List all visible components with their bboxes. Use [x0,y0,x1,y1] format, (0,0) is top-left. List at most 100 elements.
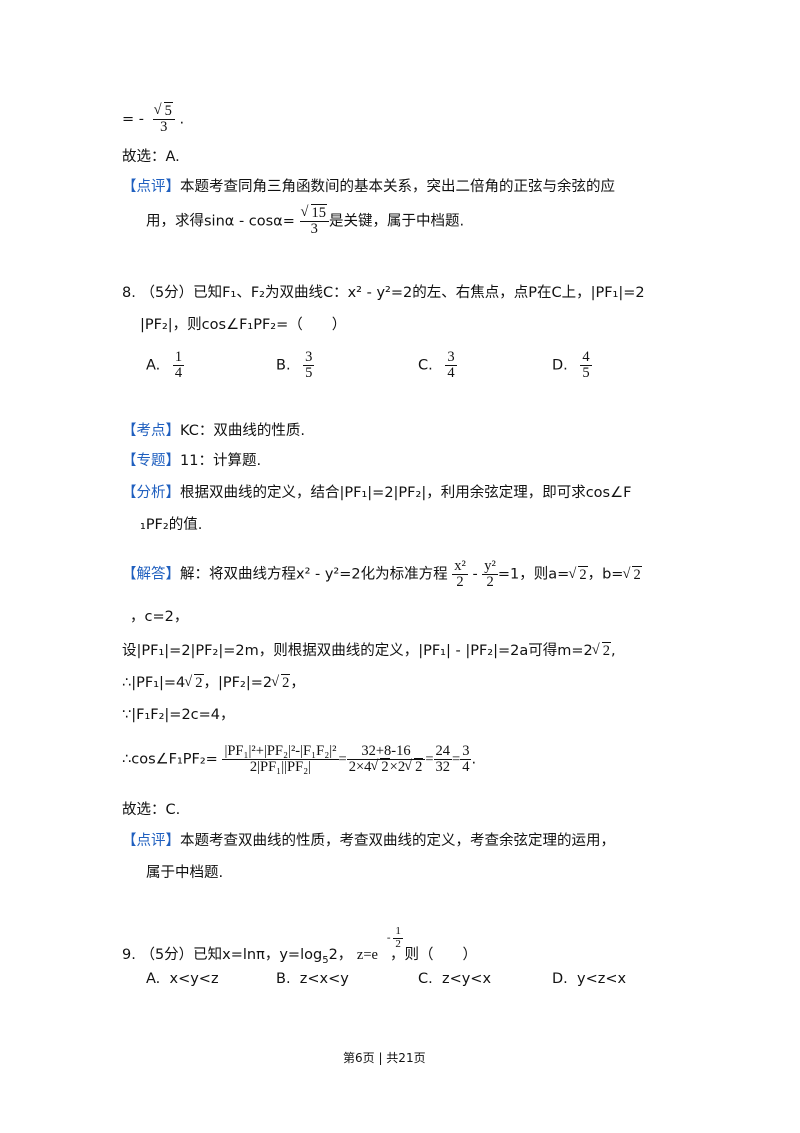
den-part: ×2 [389,759,406,776]
formula-line-result: = - 5 3 . [122,102,185,136]
q8-zhuanti: 【专题】11：计算题. [122,454,261,469]
fraction: 15 3 [299,204,329,238]
q8-line3: 设|PF₁|=2|PF₂|=2m，则根据双曲线的定义，|PF₁| - |PF₂|… [122,642,616,659]
period: . [471,751,477,768]
fraction-denominator: 2 [452,574,468,590]
q8-jieda-line2: ，c=2， [130,609,189,625]
fraction-denominator: 2×42×22 [347,758,426,776]
sqrt-radicand: 15 [310,204,327,221]
fraction-denominator: 3 [310,221,318,238]
review-text: 本题考查双曲线的性质，考查双曲线的定义，考查余弦定理的运用， [180,833,615,849]
fraction-denominator: 3 [160,119,168,136]
stem-text: 9. （5分）已知x=lnπ，y=log [122,947,323,963]
sqrt-radicand: 5 [163,102,173,119]
fraction-numerator: 4 [580,349,592,367]
q8-fenxi-line1: 【分析】根据双曲线的定义，结合|PF₁|=2|PF₂|，利用余弦定理，即可求co… [122,486,631,501]
fraction-numerator: 3 [445,349,457,367]
q9-option-d: D. y<z<x [552,972,626,987]
option-label: A. [146,971,161,987]
fraction-numerator: y² [484,558,496,574]
fraction-numerator: 1 [393,925,403,939]
review-q7-line2: 用，求得sinα - cosα= 15 3 是关键，属于中档题. [146,204,464,238]
review-q7-line1: 【点评】本题考查同角三角函数间的基本关系，突出二倍角的正弦与余弦的应 [122,180,615,195]
fraction: 32+8-162×42×22 [346,743,426,776]
kaodian-text: KC：双曲线的性质. [180,423,305,439]
fenxi-text: 根据双曲线的定义，结合|PF₁|=2|PF₂|，利用余弦定理，即可求cos∠F [180,485,632,501]
fraction: 5 3 [152,102,175,136]
jieda-text: =1，则a= [497,566,570,583]
fraction-denominator: 2 [482,574,498,590]
sqrt: 2 [592,642,612,659]
equals-sign: = [425,751,434,768]
fraction-denominator: 2 [395,937,401,950]
q8-kaodian: 【考点】KC：双曲线的性质. [122,424,305,439]
option-label: A. [146,357,161,374]
option-label: C. [418,357,433,374]
review-q8-line2: 属于中档题. [146,865,224,881]
sqrt: 2 [271,674,291,691]
fraction-numerator: 3 [303,349,315,367]
option-label: D. [552,971,568,987]
fraction-numerator: |PF₁|²+|PF₂|²-|F₁F₂|² [222,743,339,761]
fraction-numerator: 3 [460,743,472,761]
kaodian-tag: 【考点】 [122,423,180,439]
equals-sign: = [452,751,461,768]
log-base: 5 [322,954,329,966]
option-label: B. [276,357,291,374]
fenxi-tag: 【分析】 [122,485,180,501]
stem-text: 2， [328,947,353,963]
fraction-denominator: 2|PF₁||PF₂| [249,759,312,776]
z-base: z=e [356,947,378,963]
q9-option-a: A. x<y<z [146,972,219,987]
page-footer: 第6页 | 共21页 [343,1051,426,1065]
fraction-denominator: 5 [305,365,313,382]
review-text: 用，求得sinα - cosα= [146,213,295,230]
option-label: B. [276,971,291,987]
sqrt-radicand: 2 [601,642,612,659]
option-label: C. [418,971,433,987]
q8-line5: ∵|F₁F₂|=2c=4， [122,707,235,723]
line-text: ∴|PF₁|=4 [122,675,186,691]
jieda-text: 解：将双曲线方程x² - y²=2化为标准方程 [180,566,448,583]
option-text: z<y<x [441,971,492,987]
option-text: z<x<y [299,971,349,987]
review-text: 本题考查同角三角函数间的基本关系，突出二倍角的正弦与余弦的应 [180,179,615,195]
fraction-numerator: x² [454,558,466,574]
option-text: x<y<z [169,971,219,987]
q9-option-c: C. z<y<x [418,972,491,987]
sqrt-radicand: 2 [632,565,642,583]
fraction-denominator: 4 [447,365,455,382]
zhuanti-text: 11：计算题. [180,453,262,469]
q8-stem-line2: |PF₂|，则cos∠F₁PF₂=（ ） [140,317,347,333]
sqrt: 2 [622,565,642,583]
option-label: D. [552,357,568,374]
period: . [179,111,185,128]
review-tag: 【点评】 [122,179,180,195]
line-text: , [611,643,616,659]
jieda-text: ，b= [587,566,624,583]
fraction-denominator: 4 [174,365,183,382]
line-text: ∴cos∠F₁PF₂= [122,751,218,768]
q8-fenxi-line2: ₁PF₂的值. [140,517,203,533]
exp-minus: - [386,931,391,944]
q8-line4: ∴|PF₁|=42，|PF₂|=22， [122,674,305,691]
sqrt: 2 [184,674,204,691]
fraction-denominator: 32 [435,759,451,776]
answer-q7: 故选：A. [122,149,180,165]
zhuanti-tag: 【专题】 [122,453,180,469]
fraction-numerator: 24 [433,743,453,761]
